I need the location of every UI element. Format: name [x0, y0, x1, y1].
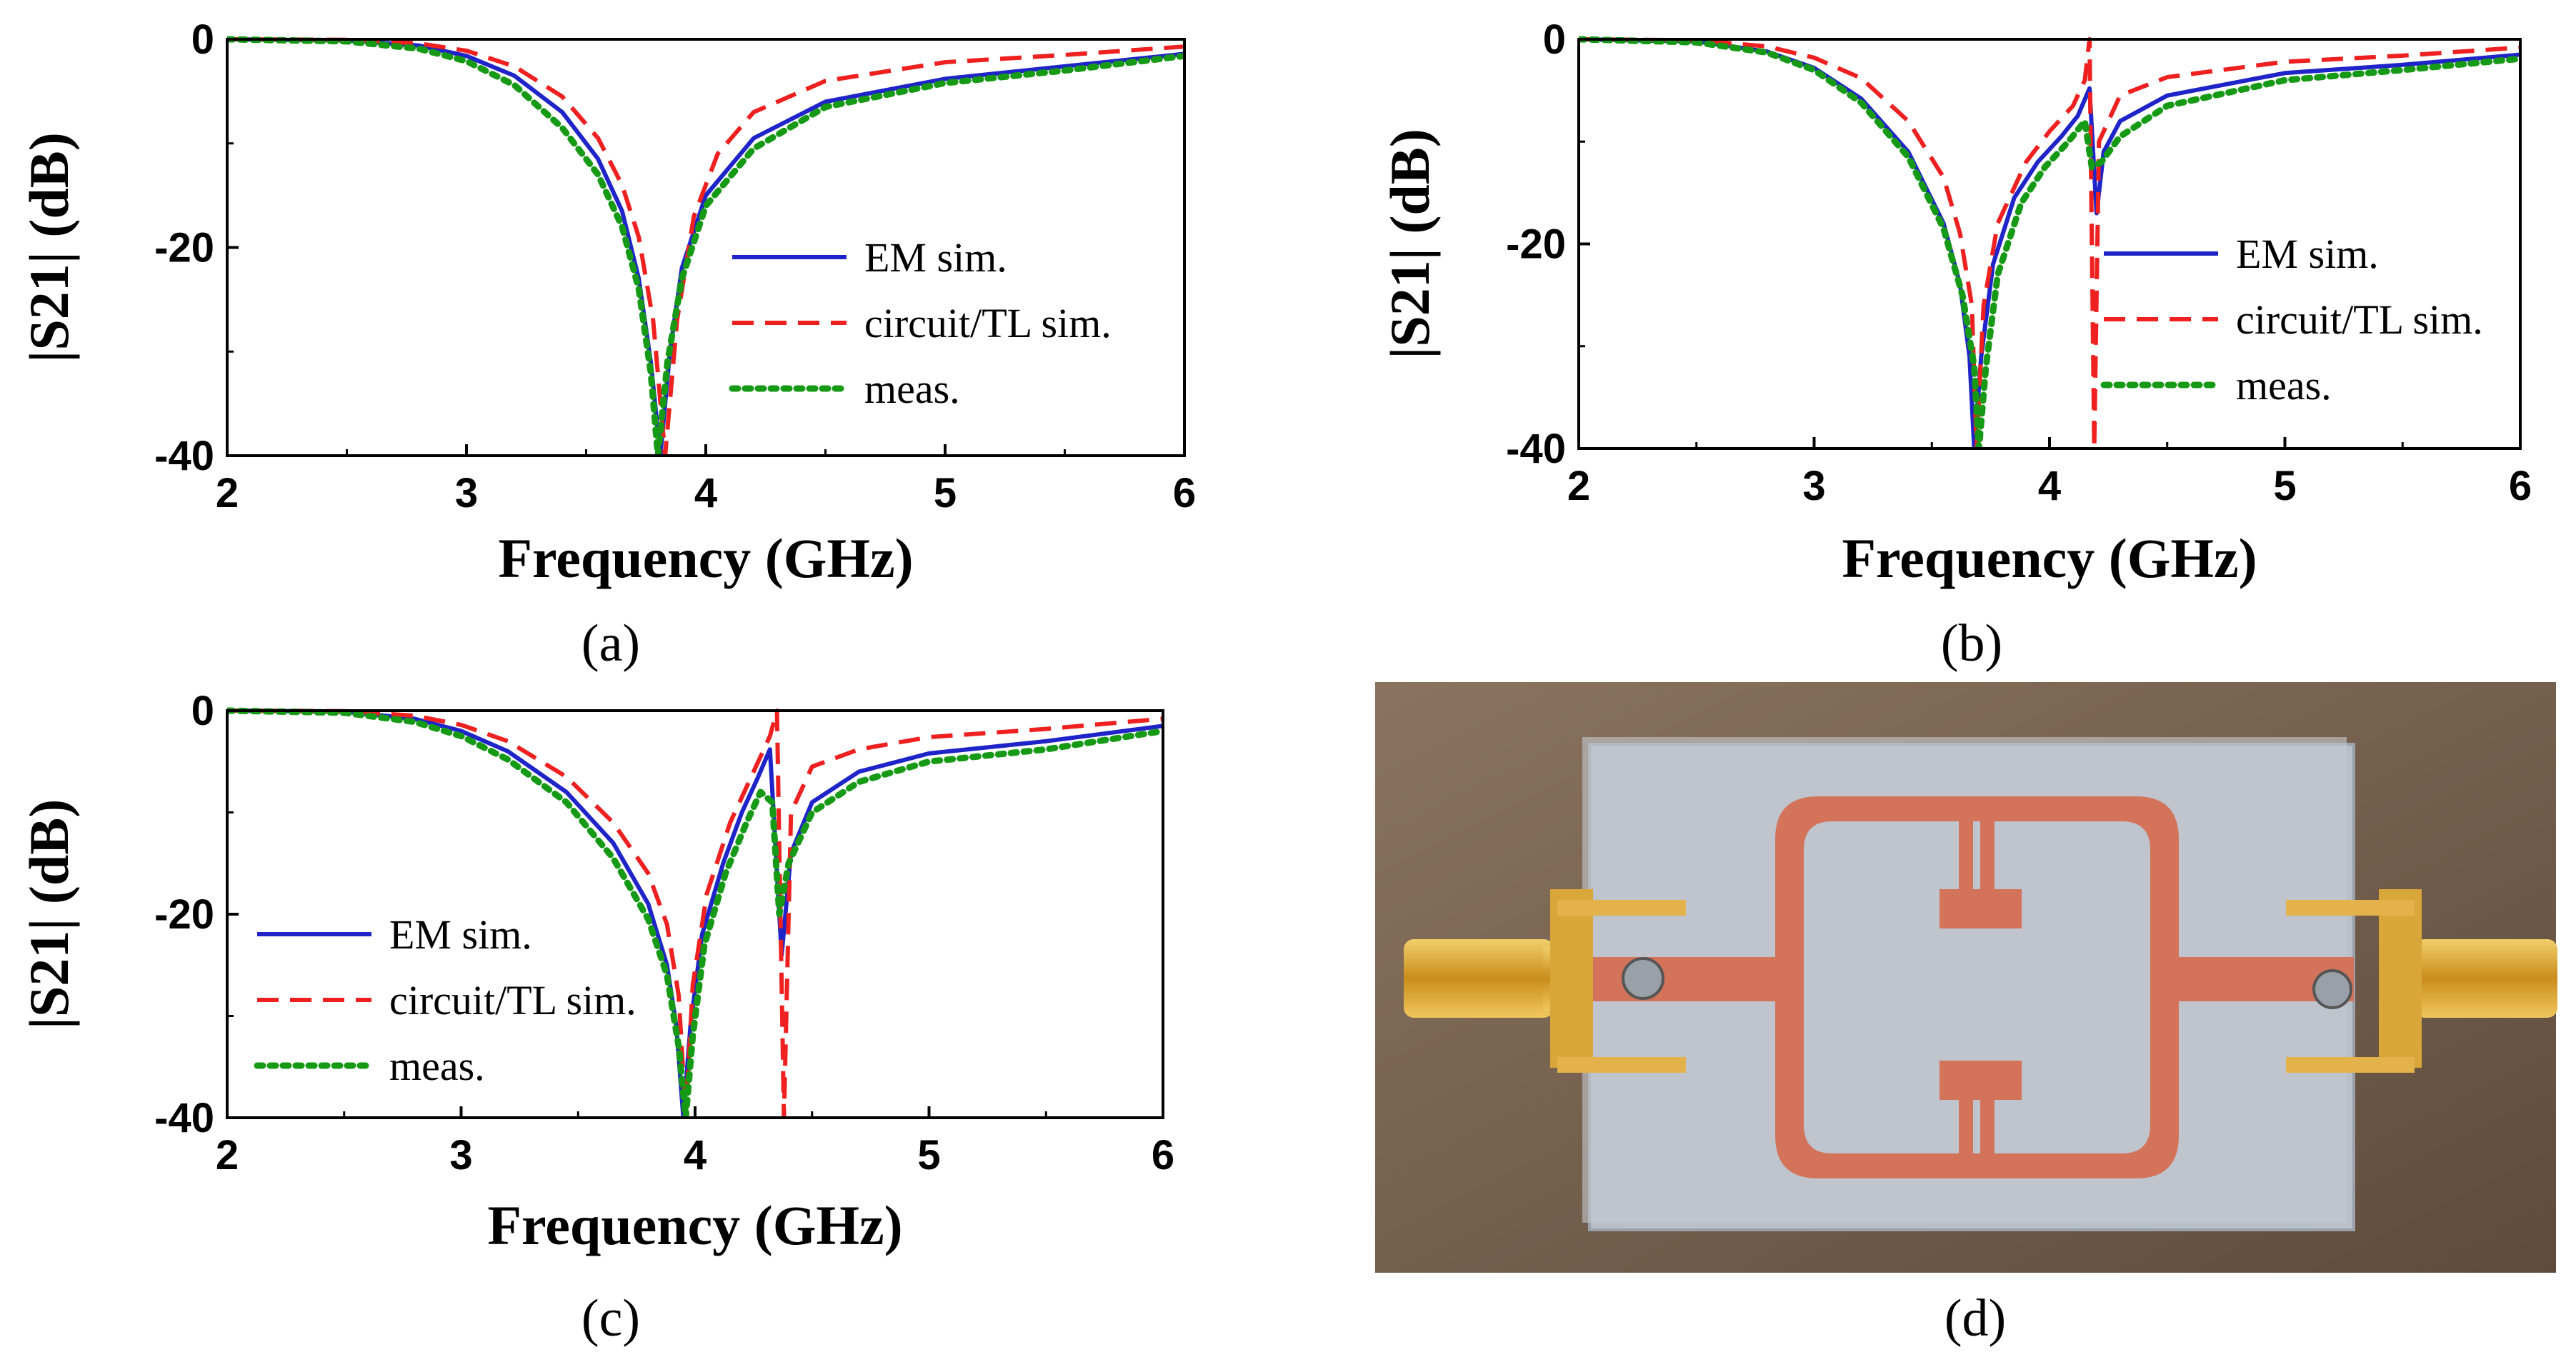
x-tick-label: 2 [216, 470, 239, 516]
legend-label-circuit: circuit/TL sim. [389, 977, 636, 1023]
y-axis-title: |S21| (dB) [18, 799, 80, 1030]
x-tick-label: 5 [917, 1132, 940, 1178]
y-tick-label: -20 [154, 225, 214, 271]
series-line-circuit [227, 37, 1184, 457]
x-tick-label: 5 [2273, 463, 2296, 509]
x-tick-label: 3 [1802, 463, 1825, 509]
left-sma-tab-bottom [1557, 1057, 1686, 1073]
left-solder-joint [1622, 957, 1664, 1000]
x-tick-label: 4 [2038, 463, 2061, 509]
y-axis-title: |S21| (dB) [18, 132, 80, 363]
lower-patch [1940, 1061, 2022, 1100]
series-line-em [1579, 37, 2520, 450]
y-tick-label: -40 [154, 1095, 214, 1141]
x-tick-label: 4 [684, 1132, 707, 1178]
y-tick-label: -40 [154, 433, 214, 479]
x-axis-title: Frequency (GHz) [498, 527, 913, 589]
plot-frame [226, 38, 1186, 457]
legend-label-em: EM sim. [864, 234, 1007, 281]
left-sma-nut [1404, 939, 1554, 1018]
lower-stub-left [1959, 1100, 1973, 1153]
x-axis-title: Frequency (GHz) [1842, 527, 2257, 589]
left-sma-flange [1550, 889, 1593, 1068]
legend-label-meas: meas. [864, 366, 960, 412]
x-tick-label: 3 [455, 470, 478, 516]
plot-frame [226, 709, 1164, 1119]
y-axis-title: |S21| (dB) [1379, 129, 1441, 359]
x-tick-label: 6 [2509, 463, 2532, 509]
legend-label-em: EM sim. [389, 911, 532, 958]
x-tick-label: 5 [934, 470, 957, 516]
y-tick-label: -20 [1506, 221, 1566, 268]
y-tick-label: 0 [191, 688, 214, 734]
panel-label-c: (c) [581, 1289, 640, 1348]
panel-label-d: (d) [1945, 1289, 2006, 1348]
upper-stub-left [1959, 821, 1973, 889]
x-tick-label: 2 [216, 1132, 239, 1178]
legend-label-meas: meas. [389, 1043, 485, 1089]
right-sma-tab-top [2286, 900, 2415, 916]
series-line-circuit [1579, 37, 2520, 450]
input-feedline [1589, 957, 1789, 1001]
legend-label-circuit: circuit/TL sim. [864, 300, 1112, 346]
x-tick-label: 6 [1173, 470, 1196, 516]
panel-label-b: (b) [1941, 614, 2002, 673]
filter-photo [1375, 682, 2557, 1273]
legend-label-circuit: circuit/TL sim. [2236, 296, 2483, 343]
x-tick-label: 2 [1567, 463, 1590, 509]
x-tick-label: 6 [1152, 1132, 1174, 1178]
left-sma-tab-top [1557, 900, 1686, 916]
legend-label-meas: meas. [2236, 362, 2332, 409]
panel-label-a: (a) [581, 614, 640, 673]
y-tick-label: -40 [1506, 426, 1566, 472]
y-tick-label: 0 [191, 16, 214, 63]
series-line-meas [227, 707, 1163, 1119]
right-sma-flange [2379, 889, 2422, 1068]
upper-stub-right [1980, 821, 1995, 889]
right-sma-nut [2415, 939, 2557, 1018]
plot-frame [1577, 38, 2522, 450]
x-tick-label: 4 [694, 470, 717, 516]
series-line-em [227, 37, 1184, 457]
right-solder-joint [2312, 969, 2352, 1009]
series-line-em [227, 708, 1163, 1119]
x-axis-title: Frequency (GHz) [487, 1194, 902, 1256]
y-tick-label: -20 [154, 891, 214, 938]
series-line-meas [1579, 36, 2520, 450]
y-tick-label: 0 [1543, 16, 1566, 63]
right-sma-tab-bottom [2286, 1057, 2415, 1073]
lower-stub-right [1980, 1100, 1995, 1153]
legend-label-em: EM sim. [2236, 231, 2379, 277]
upper-patch [1940, 889, 2022, 928]
series-line-meas [227, 36, 1184, 457]
x-tick-label: 3 [449, 1132, 472, 1178]
series-line-circuit [227, 708, 1163, 1119]
